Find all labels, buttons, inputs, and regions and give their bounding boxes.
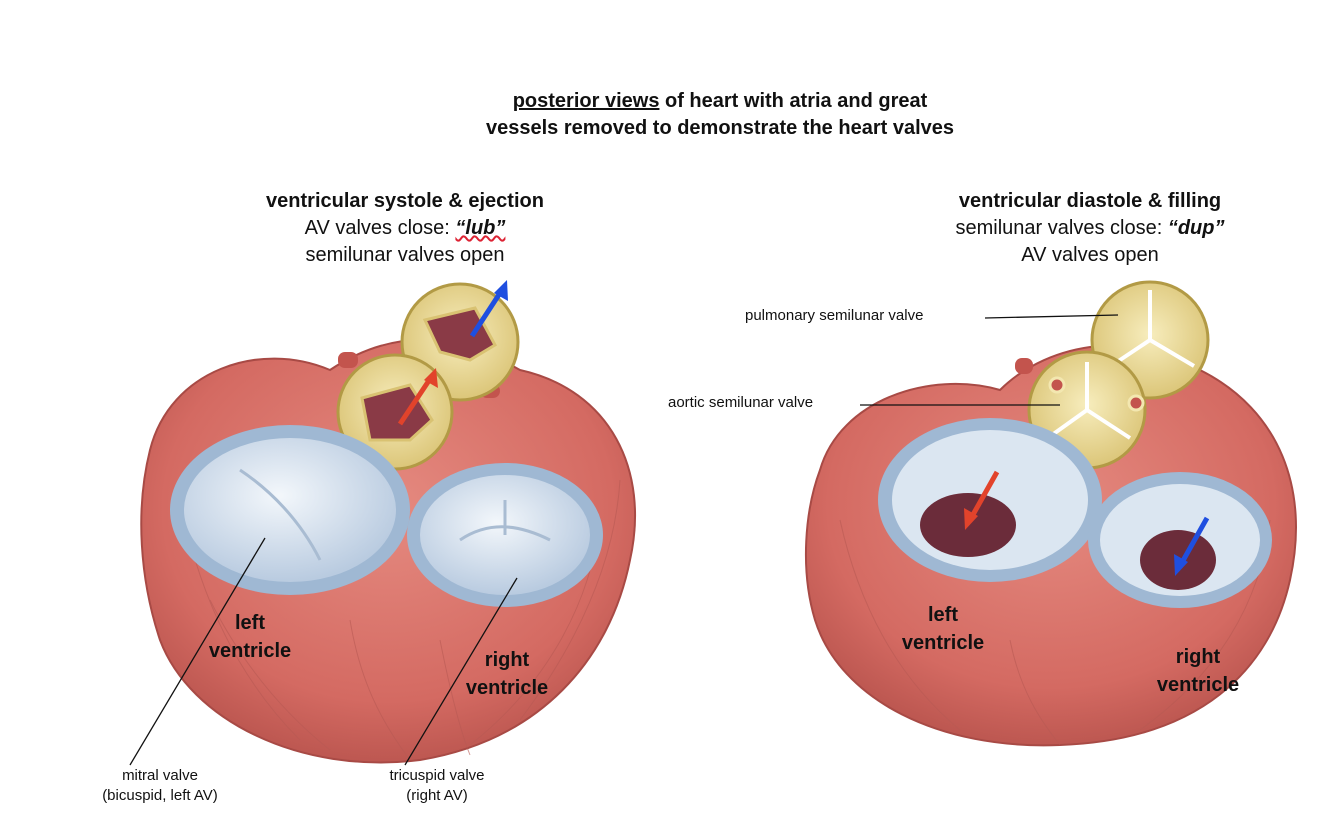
left-semilunar-open: semilunar valves open <box>305 244 505 266</box>
lub-sound: “lub” <box>455 217 506 239</box>
tricuspid-leader-line <box>404 577 518 766</box>
pulmonary-leader-line <box>984 314 1119 319</box>
mitral-valve-closed <box>184 438 396 582</box>
title-underlined: posterior views <box>512 90 660 112</box>
left-panel-header: ventricular systole & ejection AV valves… <box>200 188 610 269</box>
left-heading: ventricular systole & ejection <box>266 190 544 212</box>
aortic-valve-label: aortic semilunar valve <box>668 394 814 411</box>
left-heart <box>129 280 637 766</box>
left-ventricle-label-right: left ventricle <box>901 604 985 654</box>
left-av-text: AV valves close: <box>304 217 456 239</box>
blue-arrow-pulmonary <box>469 288 505 338</box>
dup-sound: “dup” <box>1167 217 1225 239</box>
page-title: posterior views of heart with atria and … <box>0 88 1334 142</box>
right-panel-header: ventricular diastole & filling semilunar… <box>890 188 1290 269</box>
red-arrow-aortic <box>397 374 435 426</box>
left-ventricle-label-left: left ventricle <box>208 612 292 662</box>
pulmonary-valve-label: pulmonary semilunar valve <box>745 307 924 324</box>
red-arrow-mitral <box>967 470 1000 522</box>
title-line1-rest: of heart with atria and great <box>659 90 928 112</box>
tricuspid-valve-label: tricuspid valve (right AV) <box>389 767 485 804</box>
right-heading: ventricular diastole & filling <box>958 190 1222 212</box>
mitral-leader-line <box>129 537 266 766</box>
right-ventricle-label-right: right ventricle <box>1156 646 1240 696</box>
right-heart <box>804 280 1297 747</box>
blue-arrow-tricuspid <box>1177 516 1210 568</box>
left-vessel-stub <box>338 352 358 368</box>
right-av-open: AV valves open <box>1021 244 1159 266</box>
right-ventricle-label-left: right ventricle <box>465 649 549 699</box>
mitral-valve-label: mitral valve (bicuspid, left AV) <box>102 767 218 804</box>
title-line2: vessels removed to demonstrate the heart… <box>486 117 954 139</box>
right-semilunar-text: semilunar valves close: <box>955 217 1168 239</box>
